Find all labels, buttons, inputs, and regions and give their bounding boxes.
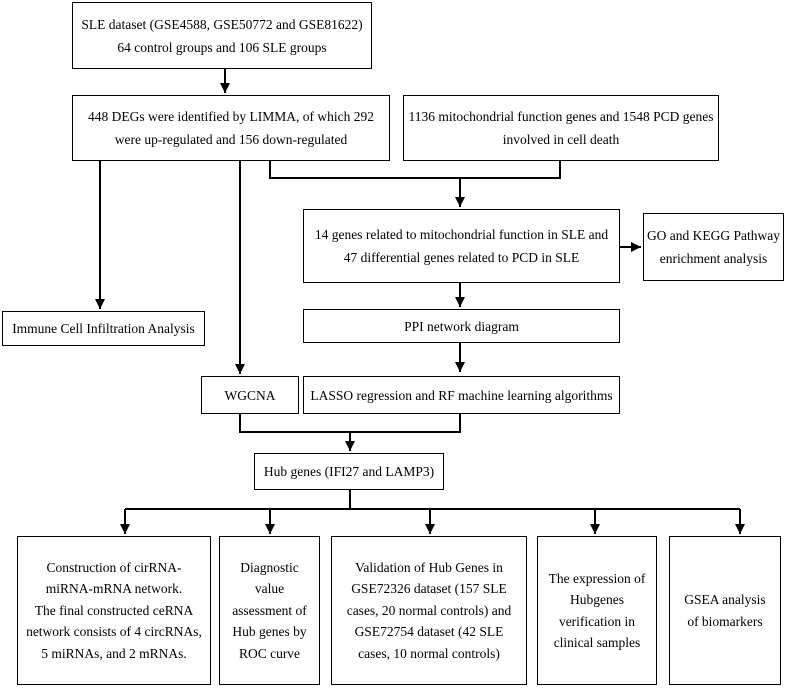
hub-genes-box: Hub genes (IFI27 and LAMP3) [254, 453, 444, 490]
box-line: Hub genes (IFI27 and LAMP3) [263, 464, 435, 479]
box-line: 448 DEGs were identified by LIMMA, of wh… [87, 109, 375, 124]
gsea-analysis-box: GSEA analysis of biomarkers [669, 536, 781, 685]
box-line: LASSO regression and RF machine learning… [310, 387, 613, 403]
box-line: Diagnostic [240, 559, 299, 575]
box-line: GSE72754 dataset (42 SLE [354, 624, 504, 640]
go-kegg-box: GO and KEGG Pathway enrichment analysis [643, 213, 784, 281]
box-line: 14 genes related to mitochondrial functi… [314, 227, 609, 242]
box-line: The final constructed ceRNA [34, 602, 194, 618]
box-line: GO and KEGG Pathway [646, 228, 781, 243]
box-line: network consists of 4 circRNAs, [26, 624, 202, 640]
wgcna-box: WGCNA [201, 376, 299, 414]
box-line: value [254, 581, 285, 597]
box-line: verification in [558, 613, 636, 629]
immune-infiltration-box: Immune Cell Infiltration Analysis [2, 311, 205, 346]
box-line: ROC curve [238, 645, 301, 661]
connector-wgcna-lasso-join [239, 414, 461, 433]
box-line: involved in cell death [502, 132, 620, 147]
box-line: Hub genes by [232, 624, 307, 640]
hub-validation-box: Validation of Hub Genes in GSE72326 data… [331, 536, 527, 685]
box-line: 64 control groups and 106 SLE groups [117, 39, 327, 55]
box-line: cases, 10 normal controls) [358, 645, 500, 661]
box-line: miRNA-mRNA network. [45, 581, 183, 597]
box-line: Validation of Hub Genes in [355, 559, 503, 575]
box-line: assessment of [232, 602, 307, 618]
box-line: clinical samples [553, 635, 641, 650]
box-line: enrichment analysis [659, 251, 768, 266]
clinical-expression-box: The expression of Hubgenes verification … [537, 536, 657, 685]
mito-pcd-genes-box: 1136 mitochondrial function genes and 15… [403, 95, 719, 161]
sle-dataset-box: SLE dataset (GSE4588, GSE50772 and GSE81… [72, 2, 372, 69]
box-line: SLE dataset (GSE4588, GSE50772 and GSE81… [81, 16, 363, 32]
cerna-network-box: Construction of cirRNA- miRNA-mRNA netwo… [17, 536, 211, 685]
ppi-network-box: PPI network diagram [303, 309, 620, 343]
box-line: 47 differential genes related to PCD in … [343, 250, 580, 265]
degs-box: 448 DEGs were identified by LIMMA, of wh… [72, 95, 390, 161]
box-line: GSEA analysis [684, 592, 766, 607]
connector-degs-mito-join [269, 161, 561, 179]
box-line: PPI network diagram [404, 318, 519, 334]
box-line: 5 miRNAs, and 2 mRNAs. [41, 645, 187, 661]
roc-assessment-box: Diagnostic value assessment of Hub genes… [219, 536, 320, 685]
box-line: Immune Cell Infiltration Analysis [12, 321, 195, 336]
box-line: The expression of [548, 570, 646, 586]
box-line: were up-regulated and 156 down-regulated [114, 132, 348, 147]
box-line: WGCNA [224, 387, 276, 403]
lasso-rf-box: LASSO regression and RF machine learning… [303, 376, 620, 414]
box-line: cases, 20 normal controls) and [346, 602, 512, 618]
box-line: GSE72326 dataset (157 SLE [351, 581, 507, 597]
box-line: Construction of cirRNA- [46, 559, 182, 575]
box-line: Hubgenes [570, 592, 624, 607]
box-line: 1136 mitochondrial function genes and 15… [408, 109, 714, 124]
candidate-genes-box: 14 genes related to mitochondrial functi… [303, 209, 620, 283]
box-line: of biomarkers [687, 613, 763, 629]
